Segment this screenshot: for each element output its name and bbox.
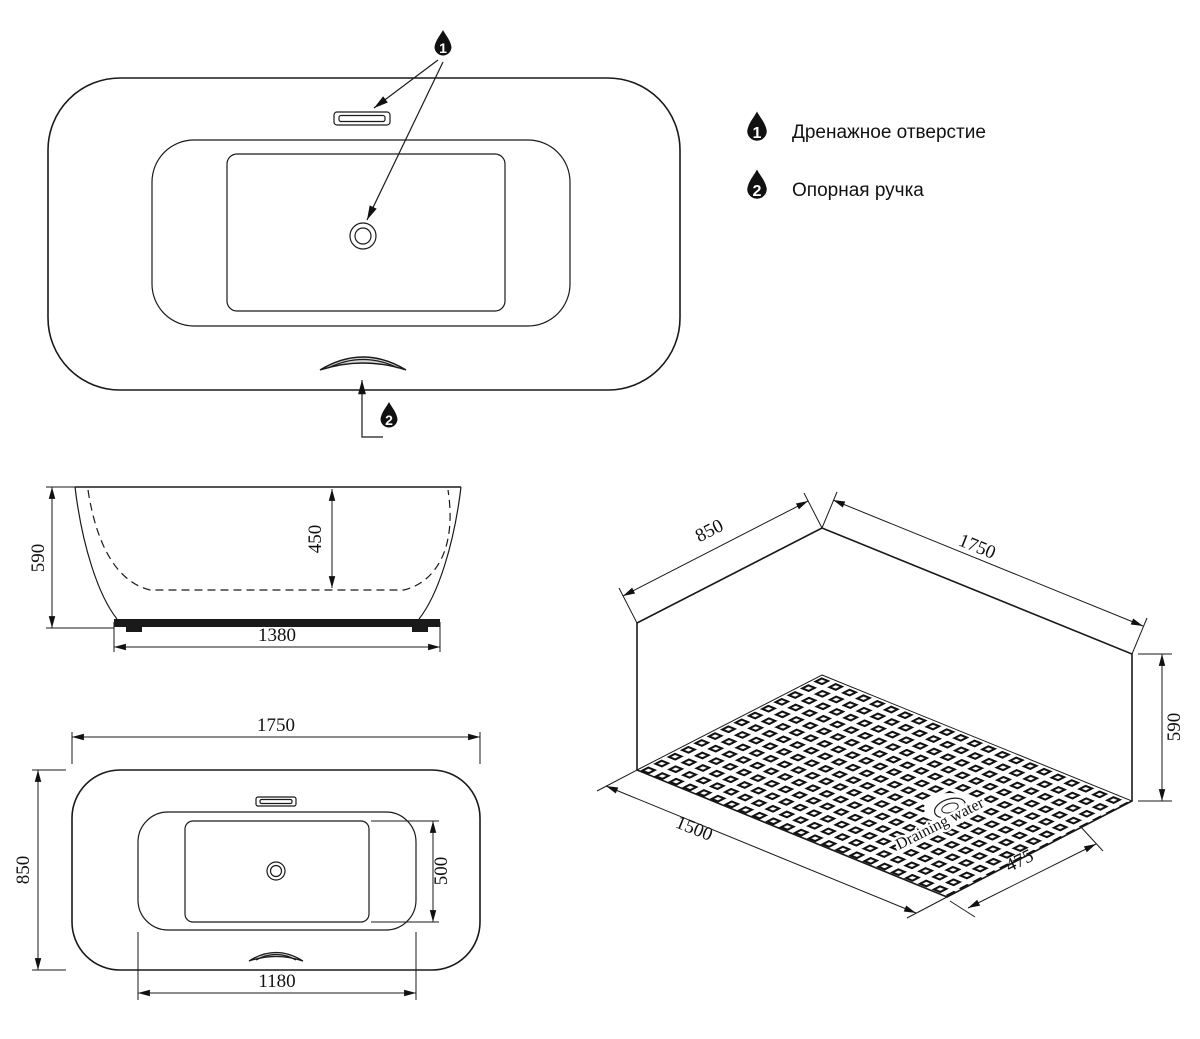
callout-2-number: 2 bbox=[385, 412, 393, 428]
dim-base-1380: 1380 bbox=[113, 622, 441, 652]
legend-item-handle: 2 Опорная ручка bbox=[747, 169, 924, 201]
callout-2-pin-icon bbox=[380, 402, 398, 428]
tub-outer-rim bbox=[71, 769, 481, 971]
dim-label-850: 850 bbox=[13, 856, 34, 885]
dim-label-iso-1500: 1500 bbox=[673, 812, 716, 846]
tub-inner-rim bbox=[137, 811, 417, 931]
tub-right-wall bbox=[418, 486, 462, 620]
tub-foot-right bbox=[412, 627, 428, 632]
callout-2: 2 bbox=[358, 380, 398, 438]
overflow-slot-icon bbox=[255, 796, 297, 807]
legend-item-drain: 1 Дренажное отверстие bbox=[747, 111, 986, 143]
dim-length-1750: 1750 bbox=[71, 715, 481, 764]
drain-icon bbox=[349, 222, 377, 250]
drain-inner-icon bbox=[354, 227, 372, 245]
dim-label-1750: 1750 bbox=[257, 715, 295, 736]
overflow-slot-icon bbox=[333, 111, 391, 126]
plan-view: 1750 850 500 1180 bbox=[13, 715, 481, 1000]
tub-base bbox=[114, 619, 440, 627]
leader-line-handle bbox=[358, 380, 383, 438]
legend-pin-2-number: 2 bbox=[753, 182, 762, 200]
legend-label-handle: Опорная ручка bbox=[792, 180, 924, 201]
legend-pin-1-icon bbox=[747, 111, 767, 141]
dim-inner-1180: 1180 bbox=[137, 932, 417, 1000]
leader-line-drain bbox=[366, 61, 444, 221]
dim-label-iso-850: 850 bbox=[692, 515, 727, 547]
dim-label-450: 450 bbox=[305, 525, 326, 554]
drain-inner-icon bbox=[269, 864, 283, 878]
callout-1-pin-icon bbox=[434, 30, 452, 56]
legend-label-drain: Дренажное отверстие bbox=[792, 122, 986, 143]
tub-inner-profile bbox=[87, 489, 451, 591]
dim-label-1180: 1180 bbox=[258, 971, 295, 992]
dim-height-590: 590 bbox=[28, 486, 114, 629]
dim-depth-450: 450 bbox=[305, 489, 336, 588]
grab-handle-icon bbox=[248, 951, 304, 962]
dim-label-iso-590: 590 bbox=[1164, 713, 1185, 742]
callout-1: 1 bbox=[366, 30, 452, 221]
top-view: 1 2 bbox=[47, 30, 681, 438]
tub-foot-left bbox=[126, 627, 142, 632]
iso-view: Draining water 850 1750 590 1500 bbox=[596, 491, 1185, 919]
legend-pin-2-icon bbox=[747, 169, 767, 199]
tub-basin bbox=[226, 153, 506, 312]
dim-iso-590: 590 bbox=[1138, 653, 1185, 802]
tub-left-wall bbox=[74, 486, 118, 620]
dim-width-850: 850 bbox=[13, 769, 66, 971]
dim-basin-500: 500 bbox=[371, 820, 452, 923]
drain-hole-inner-icon bbox=[941, 802, 959, 814]
drain-icon bbox=[266, 861, 286, 881]
dim-label-500: 500 bbox=[431, 857, 452, 886]
grab-handle-icon bbox=[319, 356, 407, 371]
dim-label-1380: 1380 bbox=[258, 625, 296, 646]
tub-inner-rim bbox=[151, 139, 571, 327]
legend-pin-1-number: 1 bbox=[753, 124, 762, 142]
leader-line-overflow bbox=[373, 59, 439, 109]
legend: 1 Дренажное отверстие 2 Опорная ручка bbox=[747, 111, 986, 201]
side-view: 590 450 1380 bbox=[28, 486, 462, 652]
dim-label-590: 590 bbox=[28, 544, 49, 573]
tub-basin bbox=[184, 820, 370, 923]
callout-1-number: 1 bbox=[439, 40, 447, 56]
